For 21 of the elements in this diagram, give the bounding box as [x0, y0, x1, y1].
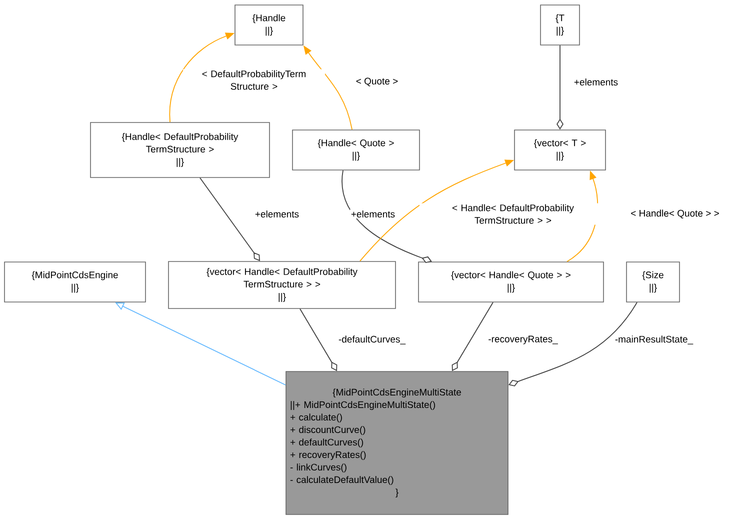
edge-label: < Handle< DefaultProbability TermStructure > >	[420, 203, 606, 225]
class-box: {Handle ||}	[234, 4, 304, 46]
class-box: {MidPointCdsEngine ||}	[4, 262, 146, 302]
arrow	[342, 170, 432, 263]
edge-label: +elements	[254, 210, 300, 218]
edge-label: < Handle< Quote > >	[630, 208, 720, 220]
edge-label: -defaultCurves_	[337, 334, 407, 346]
edge-label: -recoveryRates_	[487, 334, 559, 346]
class-box: {Handle< DefaultProbability TermStructure > ||}	[90, 122, 270, 178]
edge-label: < Quote >	[354, 76, 400, 88]
edge-label: +elements	[572, 78, 620, 86]
class-box: {vector< Handle< Quote > > ||}	[418, 262, 604, 302]
class-box: {MidPointCdsEngineMultiState ||+ MidPointCdsEngineMultiState() + calculate() + discountCurve() + defaultCurves() + recoveryRates() - linkCurves() - calculateDefaultValue() }	[286, 371, 508, 515]
class-box: {Size ||}	[626, 262, 680, 302]
class-box: {vector< T > ||}	[514, 130, 606, 170]
edge-label: -mainResultState_	[614, 334, 694, 346]
edge-label: < DefaultProbabilityTerm Structure >	[183, 69, 325, 91]
class-box: {vector< Handle< DefaultProbability TermStructure > > ||}	[168, 261, 396, 309]
class-box: {Handle< Quote > ||}	[292, 130, 420, 170]
class-box: {T ||}	[540, 4, 580, 46]
edge-label: +elements	[350, 210, 396, 218]
